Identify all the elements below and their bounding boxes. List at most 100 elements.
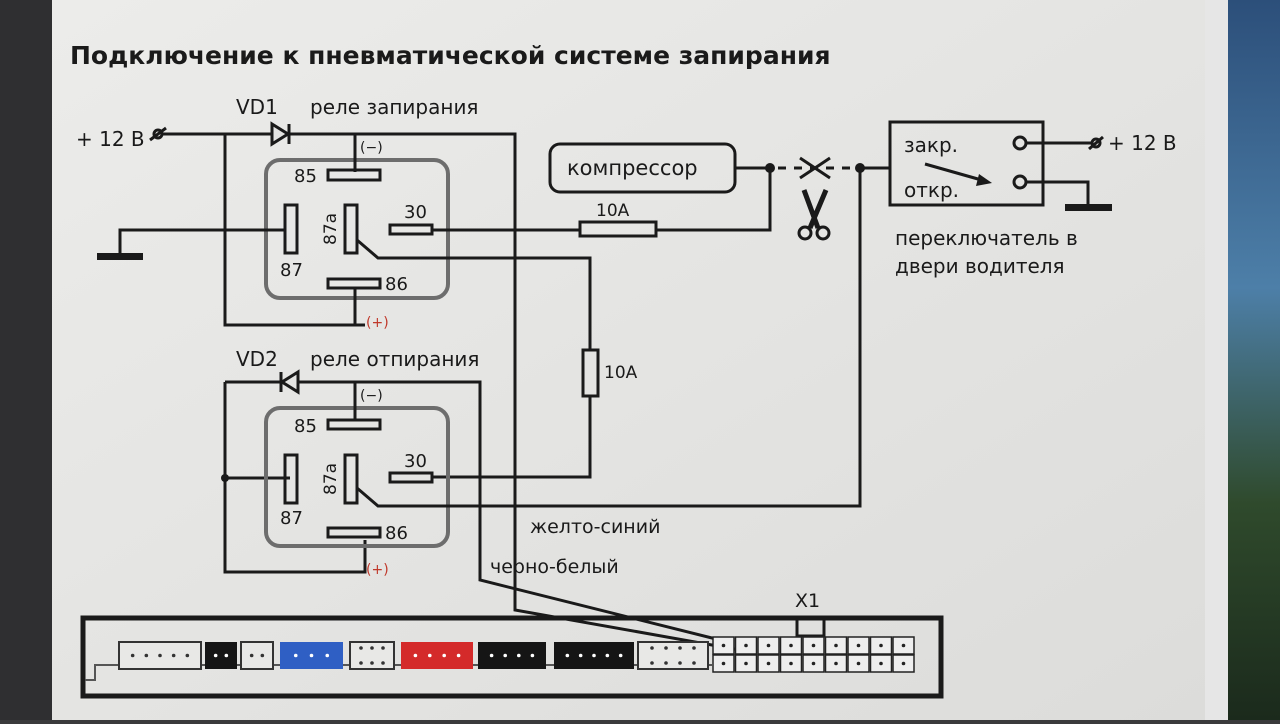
- cut-mark-icon: [799, 156, 831, 180]
- plug-pin-dot: [158, 653, 162, 658]
- relay1-minus: (−): [360, 140, 383, 156]
- plug-pin-dot: [678, 646, 682, 650]
- main-connector-block: [80, 615, 944, 699]
- plug-pin-dot: [171, 653, 176, 658]
- pin87a-label: 87a: [321, 463, 341, 495]
- plug-pin-dot: [442, 653, 447, 658]
- scrollbar[interactable]: [1205, 0, 1228, 720]
- pin-dot: [766, 643, 771, 648]
- plug-pin-dot: [428, 653, 432, 658]
- switch-lever-icon: [924, 162, 986, 183]
- plug-pin-dot: [692, 661, 696, 665]
- pin-dot: [856, 661, 861, 666]
- ground-icon: [97, 253, 143, 260]
- switch-arm-1: [356, 238, 592, 350]
- ground-icon: [1065, 204, 1112, 211]
- plug-pin-dot: [381, 646, 385, 650]
- terminal-icon: [1090, 137, 1102, 149]
- pin86-label: 86: [385, 523, 408, 544]
- switch-closed-label: закр.: [904, 133, 958, 157]
- plug-pin-dot: [565, 653, 570, 658]
- plug-pin-dot: [224, 653, 229, 658]
- pin-dot: [721, 661, 726, 666]
- ground-wire-1: [118, 228, 285, 255]
- plug-pin-dot: [650, 661, 654, 665]
- pin-dot: [811, 643, 816, 648]
- plug-pin-dot: [260, 653, 265, 658]
- terminal-slash: [149, 126, 167, 142]
- plug-pin-dot: [144, 653, 149, 658]
- junction: [765, 163, 775, 173]
- plug-pin-dot: [325, 653, 330, 658]
- pin85-1: [326, 168, 382, 182]
- terminal-slash: [1088, 135, 1104, 151]
- plug-pin-dot: [578, 653, 583, 658]
- plug-pin-dot: [618, 653, 623, 658]
- switch-caption-2: двери водителя: [895, 254, 1065, 278]
- diode-icon: [279, 369, 300, 395]
- wire-label-yellow-blue: желто-синий: [530, 516, 660, 538]
- pin-dot: [721, 643, 726, 648]
- desktop-background: [1228, 0, 1280, 720]
- plug-pin-dot: [370, 646, 374, 650]
- ground-wire-2: [1026, 180, 1090, 206]
- pin-dot: [766, 661, 771, 666]
- plug-pin-dot: [213, 653, 218, 658]
- fuse1-label: 10A: [596, 201, 630, 221]
- pin87a-1: [343, 203, 359, 255]
- plug-pin-dot: [664, 661, 668, 665]
- door-switch-box: [888, 120, 1045, 207]
- pin-dot: [744, 661, 748, 666]
- compressor-label: компрессор: [567, 156, 698, 180]
- plug-pin-dot: [664, 646, 668, 650]
- plug-pin-dot: [678, 661, 682, 665]
- fuse2-label: 10A: [604, 363, 638, 383]
- wire-30-2: [432, 396, 592, 479]
- relay2-minus: (−): [360, 388, 383, 404]
- pin85-label: 85: [294, 416, 317, 437]
- plug-pin-dot: [517, 653, 521, 658]
- plug-pin-dot: [650, 646, 654, 650]
- relay1-name: реле запирания: [310, 95, 478, 119]
- vd1-label: VD1: [236, 95, 278, 119]
- wire-black-white: [225, 380, 721, 642]
- plug-pin-dot: [130, 653, 135, 658]
- plug-pin-dot: [293, 653, 298, 658]
- pin-dot: [901, 661, 906, 666]
- scissors-icon: [797, 189, 831, 241]
- plug-pin-dot: [592, 653, 596, 658]
- pin30-2: [388, 471, 434, 484]
- plug-pin-dot: [456, 653, 461, 658]
- relay2-name: реле отпирания: [310, 347, 479, 371]
- plug-pin-dot: [413, 653, 418, 658]
- plug-pin-dot: [185, 653, 190, 658]
- pin85-2: [326, 418, 382, 431]
- pin-dot: [834, 643, 838, 648]
- junction: [221, 474, 229, 482]
- plug-pin-dot: [359, 646, 363, 650]
- pin-dot: [879, 643, 883, 648]
- pin86-2: [326, 526, 382, 539]
- power-label-right: + 12 В: [1108, 131, 1177, 155]
- relay2-plus: (+): [366, 562, 389, 578]
- pin86-label: 86: [385, 274, 408, 295]
- pin87-2: [283, 453, 299, 505]
- pin-dot: [834, 661, 838, 666]
- relay1-plus: (+): [366, 315, 389, 331]
- plug-pin-dot: [370, 661, 374, 665]
- pin-dot: [811, 661, 816, 666]
- pin-dot: [789, 643, 793, 648]
- bus-wire: [223, 134, 365, 327]
- wire-30-1: [432, 168, 772, 232]
- plug-pin-dot: [381, 661, 385, 665]
- arrow-icon: [976, 174, 992, 186]
- connector-label: X1: [795, 590, 820, 612]
- plug-pin-dot: [359, 661, 363, 665]
- diode-icon: [270, 121, 291, 147]
- relay2-box: [264, 406, 450, 548]
- pin87a-label: 87a: [321, 213, 341, 245]
- document-page: [52, 0, 1228, 720]
- switch-caption-1: переключатель в: [895, 226, 1078, 250]
- plug-pin-dot: [489, 653, 494, 658]
